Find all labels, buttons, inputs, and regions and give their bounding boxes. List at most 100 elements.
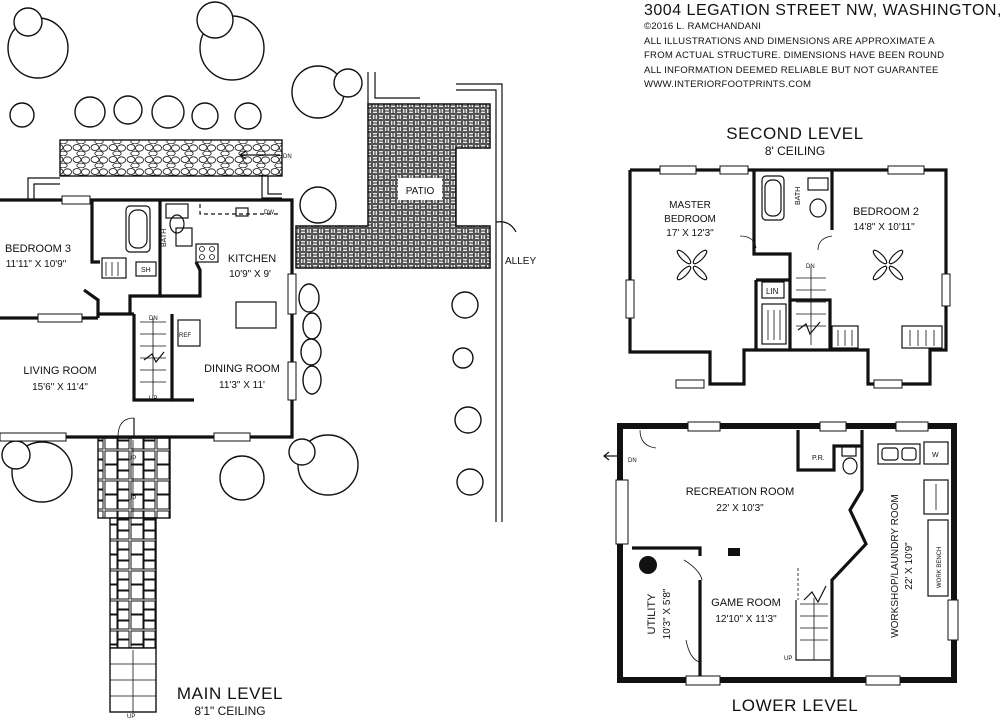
up-label: UP — [128, 456, 136, 462]
bedroom-wall — [83, 288, 100, 318]
second-exterior-wall — [628, 170, 820, 386]
sh-label: SH — [141, 267, 151, 274]
closet — [901, 325, 943, 349]
workshop-label: WORKSHOP/LAUNDRY ROOM — [890, 494, 901, 638]
ceiling-fan — [676, 249, 708, 281]
pr-label: P.R. — [812, 455, 825, 462]
closet — [761, 303, 787, 345]
stair-wall — [795, 600, 830, 661]
tree-canopy — [452, 347, 474, 369]
window — [615, 479, 629, 545]
stone-wall — [59, 139, 283, 177]
trees — [1, 1, 484, 503]
window — [287, 273, 297, 315]
tree-canopy — [288, 438, 316, 466]
second-level-ceiling: 8' CEILING — [764, 144, 826, 158]
tree-canopy — [74, 96, 106, 128]
tree-canopy — [1, 440, 31, 470]
utility-dims: 10'3" X 5'8" — [662, 588, 673, 639]
master-bedroom-label-1: MASTER — [669, 200, 711, 211]
fence — [367, 72, 420, 106]
patio-paving — [295, 103, 491, 269]
window — [865, 675, 901, 686]
shelving — [923, 479, 949, 515]
sink — [175, 227, 193, 247]
tree-canopy — [9, 102, 35, 128]
lower-exterior-wall — [617, 423, 957, 683]
lower-level-name: LOWER LEVEL — [731, 696, 859, 715]
tree-canopy — [456, 468, 484, 496]
main-level-name: MAIN LEVEL — [176, 684, 284, 703]
window — [895, 421, 929, 432]
living-room-label: LIVING ROOM — [23, 365, 96, 377]
lower-interior-wall — [830, 430, 868, 680]
workbench-label: WORK BENCH — [937, 547, 943, 588]
tree-canopy — [113, 95, 143, 125]
site-path — [261, 176, 282, 199]
window — [625, 279, 635, 319]
master-bedroom-dims: 17' X 12'3" — [666, 228, 714, 239]
window — [873, 379, 903, 389]
window — [719, 165, 749, 175]
shrub — [302, 365, 322, 395]
window — [947, 599, 959, 641]
utility-wall — [632, 546, 702, 556]
powder-room-wall — [796, 430, 862, 472]
kitchen-label: KITCHEN — [228, 253, 276, 265]
kitchen-wall — [160, 261, 202, 298]
recreation-room-dims: 22' X 10'3" — [716, 503, 764, 514]
door-swing — [685, 639, 701, 663]
door-swing — [683, 559, 703, 581]
gate — [495, 221, 517, 233]
bathtub — [125, 205, 151, 253]
refrigerator — [177, 319, 201, 347]
up-label: UP — [784, 656, 792, 662]
stair-wall — [132, 314, 174, 402]
tree-canopy — [151, 95, 185, 129]
shrub — [300, 338, 322, 366]
linen-closet — [761, 281, 785, 299]
second-level-title: SECOND LEVEL 8' CEILING — [700, 124, 890, 158]
work-bench — [927, 519, 949, 597]
main-level-plan: BATH SH DW REF DN UP — [0, 195, 297, 442]
shrub — [302, 312, 322, 340]
dn-label: DN — [806, 264, 815, 270]
closet — [831, 325, 859, 349]
tree-canopy — [196, 1, 234, 39]
window — [287, 361, 297, 401]
site-path — [27, 177, 60, 200]
front-walkway — [109, 517, 157, 649]
bedroom2-dims: 14'8" X 10'11" — [853, 222, 915, 233]
website-line: WWW.INTERIORFOOTPRINTS.COM — [644, 79, 812, 91]
patio-label: PATIO — [406, 186, 435, 197]
window — [887, 165, 925, 175]
shower-box — [135, 261, 157, 277]
dw-label: DW — [264, 210, 274, 216]
door-swing — [817, 235, 833, 251]
toilet-bowl — [842, 457, 858, 475]
bedroom2-label: BEDROOM 2 — [853, 206, 919, 218]
dining-room-label: DINING ROOM — [204, 363, 280, 375]
lower-level-plan: P.R. W WORK BENCH UP DN — [603, 421, 959, 686]
bath-wall — [128, 200, 162, 314]
w-label: W — [932, 452, 939, 459]
bath-label: BATH — [795, 187, 802, 205]
bath-label: BATH — [161, 229, 168, 247]
tree-canopy — [13, 7, 43, 37]
main-level-ceiling: 8'1" CEILING — [194, 704, 266, 718]
living-room-dims: 15'6" X 11'4" — [32, 382, 88, 393]
kitchen-counter — [199, 204, 280, 215]
second-level-name: SECOND LEVEL — [726, 124, 864, 143]
main-level-title: MAIN LEVEL 8'1" CEILING — [150, 684, 310, 718]
door-swing — [639, 429, 657, 449]
copyright-line: ©2016 L. RAMCHANDANI — [644, 21, 762, 32]
second-level-plan: BATH DN LIN — [625, 165, 951, 389]
window — [941, 273, 951, 307]
front-door-swing — [117, 417, 135, 438]
up-label: UP — [149, 396, 157, 402]
master-bedroom-label-2: BEDROOM — [664, 214, 716, 225]
bath-wall — [90, 200, 100, 264]
range — [195, 243, 219, 263]
up-label: UP — [128, 496, 136, 502]
bathtub-basin — [764, 179, 782, 217]
